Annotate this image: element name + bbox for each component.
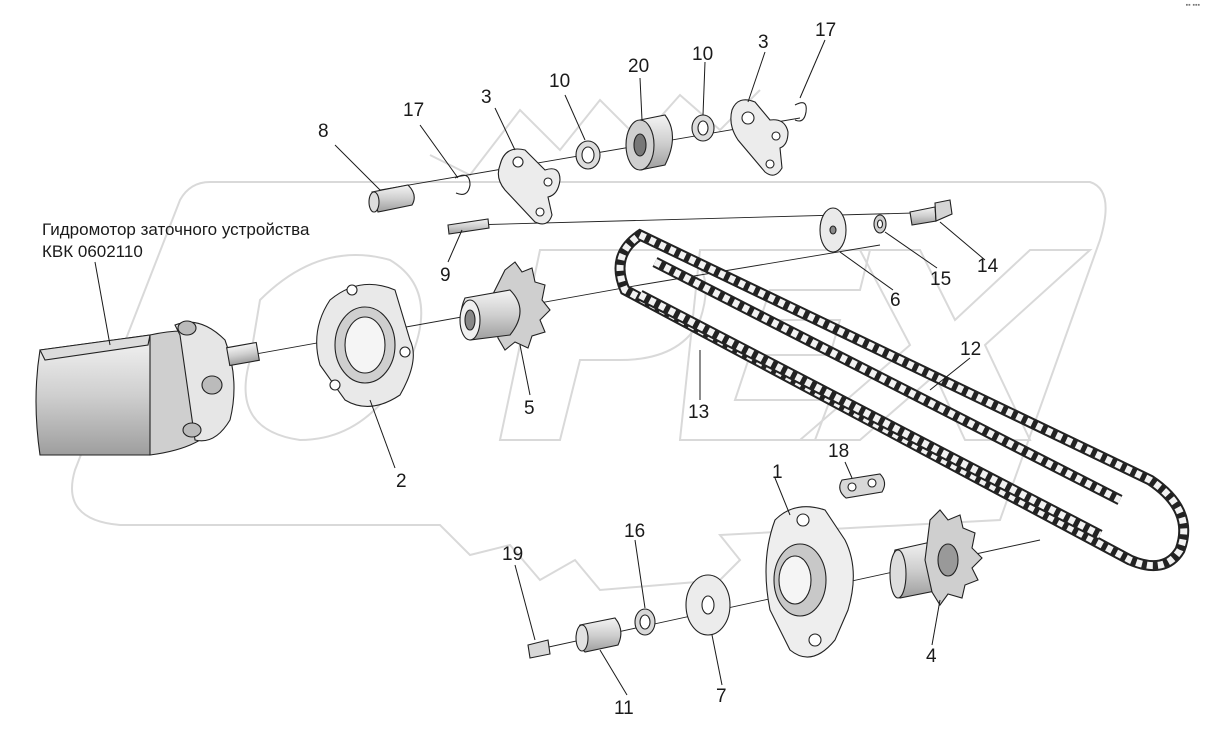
callout-1: 1: [772, 462, 783, 483]
callout-11: 11: [614, 698, 634, 719]
callout-14: 14: [977, 256, 999, 277]
bearing-20: [625, 114, 674, 171]
hydraulic-motor: [35, 320, 260, 456]
callout-2: 2: [396, 471, 407, 492]
callout-18: 18: [828, 441, 849, 462]
bolt-14: [909, 199, 953, 226]
shaft-sprocket-4: [889, 509, 983, 606]
bolt-axis: [469, 211, 951, 226]
motor-axis: [249, 284, 641, 356]
callout-3-left: 3: [481, 87, 492, 108]
callout-17-right: 17: [815, 20, 836, 41]
callout-3-right: 3: [758, 32, 769, 53]
nut-11: [575, 617, 622, 653]
bearing-housing-1: [765, 506, 854, 658]
callout-12: 12: [960, 339, 981, 360]
callout-labels: 1 2 3 3 4 5 6 7 8 9 10 10 11 12 13 14 15…: [318, 20, 999, 719]
callout-19: 19: [502, 544, 523, 565]
chain-12: [614, 228, 1190, 572]
pin-9: [447, 218, 490, 235]
grease-fitting-19: [527, 639, 551, 659]
callout-13: 13: [688, 402, 709, 423]
leader-lines: [94, 39, 986, 696]
callout-10-left: 10: [549, 71, 570, 92]
callout-10-right: 10: [692, 44, 713, 65]
sprocket-5: [459, 261, 551, 351]
motor-caption: Гидромотор заточного устройства КВК 0602…: [42, 220, 310, 261]
callout-15: 15: [930, 269, 951, 290]
bushing-10-left: [575, 140, 601, 170]
plate-3-left: [497, 148, 561, 225]
callout-17-left: 17: [403, 100, 424, 121]
bushing-10-right: [691, 114, 715, 142]
callout-16: 16: [624, 521, 645, 542]
callout-4: 4: [926, 646, 937, 667]
callout-7: 7: [716, 686, 727, 707]
callout-5: 5: [524, 398, 535, 419]
pin-8: [368, 184, 415, 213]
chain-link-18: [839, 473, 886, 499]
caption-line-2: КВК 0602110: [42, 242, 143, 261]
washer-6: [819, 207, 847, 253]
retaining-ring-17-right: [794, 102, 807, 122]
callout-20: 20: [628, 56, 649, 77]
caption-line-1: Гидромотор заточного устройства: [42, 220, 310, 239]
plate-3-right: [730, 99, 789, 176]
washer-7: [685, 574, 731, 636]
callout-8: 8: [318, 121, 329, 142]
callout-9: 9: [440, 265, 451, 286]
spring-washer-15: [873, 214, 887, 234]
chain-13: [637, 257, 1123, 540]
retaining-ring-17-upper: [454, 174, 471, 195]
callout-6: 6: [890, 290, 901, 311]
flange-2: [316, 283, 414, 407]
ring-16: [634, 608, 656, 636]
corner-mark: ▪▪ ▪▪▪: [1185, 2, 1200, 9]
